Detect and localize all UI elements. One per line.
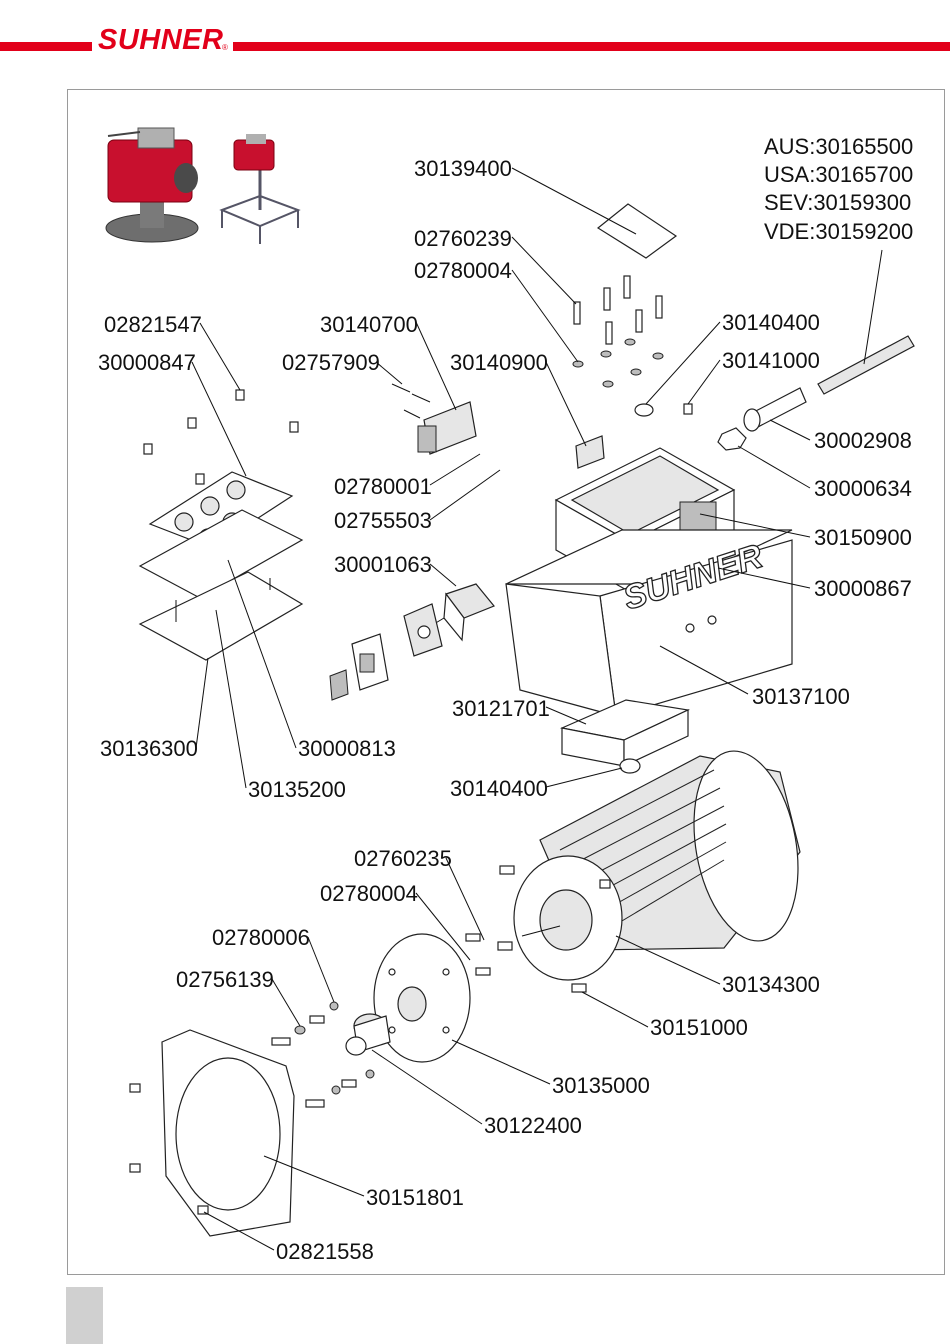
part-label: 02760239 [414, 226, 512, 251]
part-flange [373, 933, 471, 1063]
part-motor [497, 750, 801, 993]
part-label: 30139400 [414, 156, 512, 181]
part-label: 30135000 [552, 1073, 650, 1098]
part-number-labels: 30139400 02760239 02780004 02821547 3014… [98, 156, 912, 1264]
part-label: 30000847 [98, 350, 196, 375]
part-label: 30140700 [320, 312, 418, 337]
product-photo-base-mount [105, 127, 199, 243]
registered-mark: ® [222, 43, 228, 52]
part-stepper-motor [329, 583, 495, 701]
part-label: 30002908 [814, 428, 912, 453]
part-lid-screws [143, 389, 299, 485]
part-label: 02780004 [320, 881, 418, 906]
leader-lines [191, 167, 883, 1251]
part-label: 30000813 [298, 736, 396, 761]
page-tab [66, 1287, 103, 1344]
part-label: 30000634 [814, 476, 912, 501]
part-label: 30140400 [450, 776, 548, 801]
header-red-band-left [0, 42, 92, 51]
header-red-band-right [233, 42, 950, 51]
variant-line-sev: SEV:30159300 [764, 190, 911, 215]
part-housing: SUHNER [505, 529, 793, 717]
part-small-plate [575, 435, 605, 469]
part-label: 30001063 [334, 552, 432, 577]
part-bushing [345, 1013, 391, 1056]
variant-line-vde: VDE:30159200 [764, 219, 913, 244]
part-label: 30150900 [814, 525, 912, 550]
part-adapter-plate [129, 1029, 295, 1237]
part-label: 30151801 [366, 1185, 464, 1210]
part-label: 30135200 [248, 777, 346, 802]
part-label: 02757909 [282, 350, 380, 375]
part-label: 30137100 [752, 684, 850, 709]
part-lid-stack [138, 471, 304, 661]
variant-line-usa: USA:30165700 [764, 162, 913, 187]
part-flange-screws [271, 933, 491, 1108]
part-base-plate [559, 699, 691, 767]
part-label: 02760235 [354, 846, 452, 871]
drawing-frame [67, 89, 945, 1275]
part-label: 02780006 [212, 925, 310, 950]
part-label: 30122400 [484, 1113, 582, 1138]
variant-line-aus: AUS:30165500 [764, 134, 913, 159]
part-label: 30140900 [450, 350, 548, 375]
part-label: 30141000 [722, 348, 820, 373]
product-photo-trolley [219, 134, 301, 244]
part-terminal-block [391, 383, 477, 455]
brand-logo-text: SUHNER [98, 24, 223, 56]
part-cover-plate [596, 203, 678, 259]
part-label: 02821558 [276, 1239, 374, 1264]
part-label: 02756139 [176, 967, 274, 992]
part-label: 02780001 [334, 474, 432, 499]
part-o-ring-lower [619, 758, 641, 774]
part-label: 30151000 [650, 1015, 748, 1040]
part-label: 02780004 [414, 258, 512, 283]
part-cable-assembly [717, 335, 915, 451]
part-label: 02821547 [104, 312, 202, 337]
variant-list: AUS:30165500 USA:30165700 SEV:30159300 V… [764, 134, 913, 244]
part-screws-top [572, 275, 693, 417]
part-label: 30136300 [100, 736, 198, 761]
part-label: 02755503 [334, 508, 432, 533]
part-label: 30121701 [452, 696, 550, 721]
part-label: 30140400 [722, 310, 820, 335]
part-label: 30000867 [814, 576, 912, 601]
suhner-logo: SUHNER ® [98, 24, 228, 56]
part-label: 30134300 [722, 972, 820, 997]
